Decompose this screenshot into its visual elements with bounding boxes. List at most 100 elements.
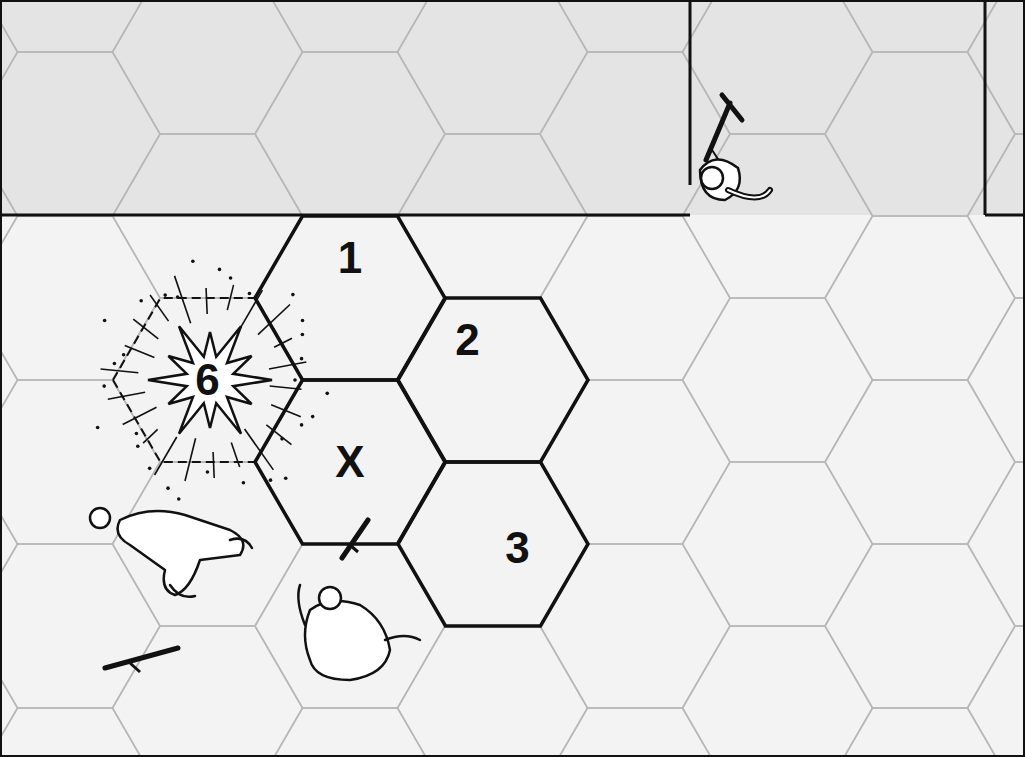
blast-debris bbox=[229, 276, 233, 280]
rifle-grip bbox=[130, 663, 140, 672]
hex-outline bbox=[398, 462, 588, 626]
blast-ray bbox=[123, 407, 157, 424]
hex-cell bbox=[255, 708, 445, 757]
hex-cell bbox=[540, 708, 730, 757]
hex-cell bbox=[825, 708, 1015, 757]
hex-number: 6 bbox=[195, 358, 219, 402]
hex-cell bbox=[255, 380, 445, 544]
hex-cell bbox=[113, 626, 303, 757]
blast-debris bbox=[293, 378, 297, 382]
hex-cell bbox=[0, 298, 18, 462]
blast-debris bbox=[113, 362, 117, 366]
wall bbox=[984, 0, 987, 215]
hex-cell bbox=[0, 462, 18, 626]
blast-star bbox=[148, 326, 272, 433]
blast-ray bbox=[240, 290, 262, 328]
hex-cell bbox=[255, 52, 445, 216]
blast-debris bbox=[301, 333, 305, 337]
blast-debris bbox=[300, 357, 304, 361]
blast-debris bbox=[102, 384, 106, 388]
dropped-rifle bbox=[105, 648, 178, 668]
soldier-arm bbox=[385, 636, 420, 640]
blast-debris bbox=[177, 497, 181, 501]
hex-cell bbox=[398, 462, 588, 626]
blast-debris bbox=[269, 478, 273, 482]
building-floor bbox=[0, 0, 1025, 215]
blast-debris bbox=[325, 392, 329, 396]
hex-marker: 3 bbox=[398, 462, 588, 626]
hex-cell bbox=[540, 216, 730, 380]
blast-debris bbox=[291, 293, 295, 297]
blast-debris bbox=[206, 470, 210, 474]
blast-debris bbox=[248, 292, 252, 296]
soldier-fallen bbox=[298, 585, 420, 680]
blast-ray bbox=[101, 369, 139, 373]
dropped-rifle bbox=[342, 520, 368, 558]
hex-cell bbox=[968, 0, 1025, 134]
hex-border bbox=[255, 380, 445, 544]
soldier-arm bbox=[298, 585, 305, 625]
hex-number: 2 bbox=[455, 318, 479, 362]
blast-ray bbox=[185, 438, 196, 481]
blast-debris bbox=[148, 467, 152, 471]
hex-outline bbox=[398, 298, 588, 462]
hex-cell bbox=[398, 626, 588, 757]
blast-debris bbox=[103, 319, 107, 323]
rifle-grip bbox=[350, 545, 358, 552]
hex-cell bbox=[540, 544, 730, 708]
wall bbox=[689, 0, 692, 185]
blast-ray bbox=[269, 362, 306, 369]
blast-debris bbox=[284, 476, 288, 480]
blast-debris bbox=[311, 415, 315, 419]
hex-cell bbox=[825, 544, 1015, 708]
explosion bbox=[96, 259, 329, 500]
blast-debris bbox=[166, 486, 170, 490]
blast-ray bbox=[143, 429, 158, 443]
hex-cell bbox=[113, 298, 303, 462]
wall bbox=[985, 214, 1025, 217]
blast-debris bbox=[135, 432, 139, 436]
hex-cell bbox=[255, 544, 445, 708]
hex-cell bbox=[255, 0, 445, 52]
hex-cell bbox=[825, 216, 1015, 380]
building-walls bbox=[0, 0, 1025, 215]
blast-debris bbox=[163, 293, 167, 297]
blast-debris bbox=[136, 444, 140, 448]
blast-ray bbox=[227, 285, 233, 310]
hex-cell bbox=[540, 380, 730, 544]
blast-debris bbox=[191, 259, 195, 263]
soldier-leg bbox=[170, 585, 195, 597]
blast-ray bbox=[213, 452, 214, 478]
blast-debris bbox=[301, 319, 305, 323]
hex-border bbox=[113, 298, 303, 462]
hex-cell bbox=[540, 52, 730, 216]
hex-cell bbox=[113, 0, 303, 134]
soldier-hand bbox=[230, 539, 252, 548]
soldier-arm bbox=[728, 190, 770, 198]
blast-debris bbox=[96, 426, 100, 430]
hex-cell bbox=[0, 0, 160, 52]
hex-cell bbox=[968, 298, 1025, 462]
blast-ray bbox=[206, 288, 207, 314]
hex-border bbox=[398, 462, 588, 626]
hex-cell bbox=[0, 52, 160, 216]
hex-marker: 1 bbox=[255, 216, 445, 380]
soldier-fallen bbox=[90, 508, 252, 597]
blast-debris bbox=[139, 299, 143, 303]
blast-debris bbox=[242, 481, 246, 485]
hex-marker: X bbox=[255, 380, 445, 544]
hex-cell bbox=[683, 626, 873, 757]
blast-ray bbox=[231, 442, 239, 467]
hex-number: 1 bbox=[338, 236, 362, 280]
blast-ray bbox=[155, 437, 177, 475]
hex-number: X bbox=[335, 440, 364, 484]
blast-debris bbox=[300, 423, 304, 427]
soldier-head bbox=[319, 587, 341, 609]
target-hex: 6 bbox=[113, 298, 303, 462]
blast-ray bbox=[108, 392, 145, 399]
blast-debris bbox=[122, 353, 126, 357]
